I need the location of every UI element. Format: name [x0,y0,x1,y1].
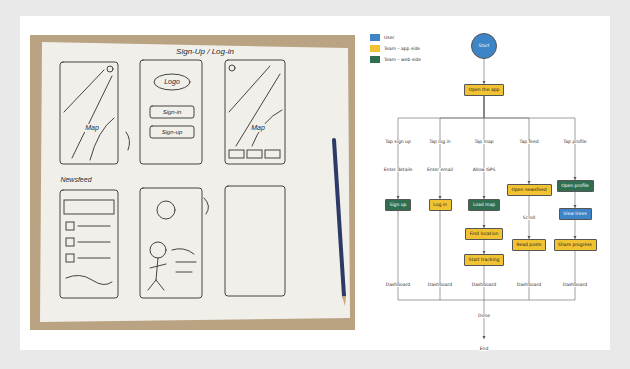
phone-sketch [60,62,118,164]
flow-step-text: Enter email [426,168,454,173]
node-text: Open profile [561,183,590,188]
flow-step-text: Dashboard [516,283,542,288]
sketch-note: Sign-in [162,109,183,116]
process-box: Find location [465,228,503,240]
phone-sketch [225,60,285,164]
sketch-note: Sign-up [161,129,184,136]
flow-step-text: Tap profile [562,140,587,145]
legend-swatch [370,56,380,63]
node-text: View trees [563,211,588,216]
flow-step-text: Dashboard [385,283,411,288]
button-sketch [150,106,194,118]
merge-line [484,300,485,339]
legend: UserTeam – app sideTeam – web side [370,34,421,67]
list-row-sketch [64,200,114,214]
avatar-sketch [157,201,175,219]
flow-connector [575,192,576,208]
map-road-sketch [64,70,114,160]
node-text: Open newsfeed [511,187,548,192]
button-sketch [265,150,280,158]
phone-sketch [60,190,118,298]
process-box: Share progress [554,239,597,251]
legend-row: Team – web side [370,56,421,63]
node-text: Load map [472,202,496,207]
phone-sketch [140,188,202,298]
flow-step-text: Tap sign up [384,140,412,145]
legend-text: Team – web side [384,57,421,62]
flow-connector [440,96,484,199]
flow-step-text: Tap map [473,140,494,145]
flow-connector [484,59,485,84]
node-text: Start tracking [468,257,500,262]
flow-connector [484,211,485,228]
flow-step-text: Allow GPS [472,168,497,173]
button-sketch [229,150,244,158]
merge-line [398,205,575,300]
flow-connector [575,220,576,239]
process-box: Sign up [385,199,411,211]
legend-row: User [370,34,421,41]
phone-sketch [225,186,285,296]
flow-connector [484,240,485,254]
sketch-note: Map [250,124,266,132]
flow-step-text: End [479,347,490,352]
node-text: Sign up [389,202,407,207]
process-box: Start tracking [464,254,504,266]
legend-text: User [384,35,394,40]
process-box: Open profile [557,180,594,192]
logo-oval-sketch [154,74,190,90]
flow-step-text: Scroll [522,216,536,221]
sketch-note: Map [84,124,100,132]
pencil-tip [342,296,346,306]
process-box: Read posts [512,239,546,251]
process-box: View trees [559,208,592,220]
node-text: Log in [433,202,448,207]
flow-step-text: Dashboard [427,283,453,288]
arrow-scribble [126,132,209,214]
process-box: Open the app [464,84,504,96]
process-box: Open newsfeed [507,184,552,196]
node-text: Share progress [558,242,593,247]
button-sketch [150,126,194,138]
legend-swatch [370,45,380,52]
node-text: Start [479,43,490,48]
phone-sketch [140,60,202,164]
list-line-sketch [66,226,112,285]
flow-step-text: Dashboard [562,283,588,288]
flow-step-text: Tap log in [428,140,451,145]
sketch-heading: Sign-Up / Log-in [175,48,235,57]
legend-swatch [370,34,380,41]
list-icon-sketch [66,238,74,246]
flow-connector [398,96,484,199]
process-box: Load map [468,199,500,211]
button-sketch [247,150,262,158]
flow-step-text: Dashboard [471,283,497,288]
flow-step-text: Enter details [383,168,414,173]
sketch-note: Logo [163,78,181,86]
paper-sheet [40,42,350,322]
list-icon-sketch [66,254,74,262]
table-surface [30,35,355,330]
node-text: Read posts [516,242,542,247]
figure-sketch [148,249,196,290]
icon-sketch [107,66,113,72]
icon-sketch [229,65,235,71]
flow-connector [484,96,575,180]
sketch-note: Newsfeed [59,176,92,184]
process-box: Log in [429,199,452,211]
start-circle: Start [471,33,497,59]
pencil [334,140,344,296]
legend-row: Team – app side [370,45,421,52]
flow-step-text: Done [477,314,491,319]
flow-step-text: Tap feed [518,140,539,145]
node-text: Open the app [468,87,500,92]
legend-text: Team – app side [384,46,420,51]
node-text: Find location [469,231,499,236]
map-road-sketch [229,66,282,146]
figure-head-sketch [150,242,166,258]
list-icon-sketch [66,222,74,230]
